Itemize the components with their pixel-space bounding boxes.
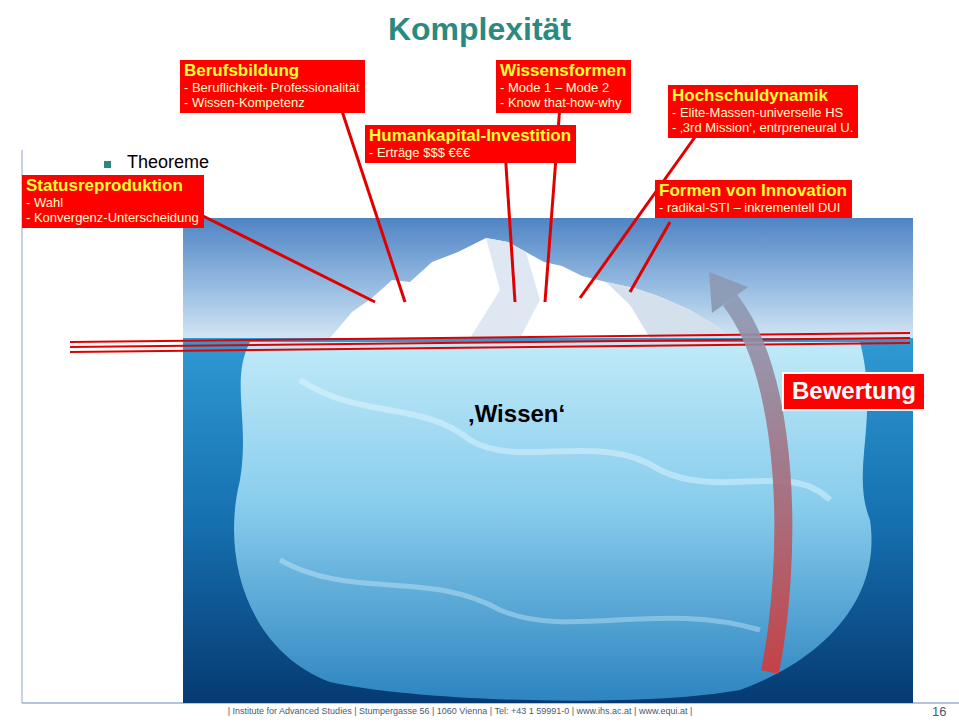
box-heading: Hochschuldynamik (672, 86, 853, 105)
box-item: - Beruflichkeit- Professionalität (184, 80, 360, 95)
box-item: - Konvergenz-Unterscheidung (26, 210, 199, 225)
box-item: - ‚3rd Mission‘, entrpreneural U. (672, 120, 853, 135)
box-item: - Wahl (26, 195, 199, 210)
box-item: - Know that-how-why (500, 95, 626, 110)
box-heading: Bewertung (792, 377, 916, 405)
theorem-box: Humankapital-Investition- Erträge $$$ €€… (365, 125, 576, 163)
waterline (70, 333, 910, 352)
page-number: 16 (932, 704, 946, 719)
center-label: ‚Wissen‘ (468, 400, 565, 428)
box-heading: Humankapital-Investition (369, 126, 571, 145)
theorem-box: Hochschuldynamik- Elite-Massen-universel… (668, 85, 858, 138)
box-item: - Wissen-Kompetenz (184, 95, 360, 110)
box-heading: Formen von Innovation (659, 181, 847, 200)
bullet-square (104, 161, 111, 168)
box-item: - radikal-STI – inkrementell DUI (659, 200, 847, 215)
theorem-box: Statusreproduktion- Wahl- Konvergenz-Unt… (22, 175, 204, 228)
box-heading: Wissensformen (500, 61, 626, 80)
bullet-text: Theoreme (127, 152, 209, 173)
box-item: - Mode 1 – Mode 2 (500, 80, 626, 95)
box-item: - Elite-Massen-universelle HS (672, 105, 853, 120)
slide-frame (22, 150, 23, 703)
footer-text: | Institute for Advanced Studies | Stump… (0, 706, 920, 716)
theorem-box: Berufsbildung- Beruflichkeit- Profession… (180, 60, 365, 113)
theorem-box: Formen von Innovation- radikal-STI – ink… (655, 180, 852, 218)
slide-title: Komplexität (0, 10, 959, 48)
evaluation-arrow (709, 272, 783, 672)
box-item: - Erträge $$$ €€€ (369, 145, 571, 160)
iceberg-picture (183, 218, 913, 703)
box-heading: Statusreproduktion (26, 176, 199, 195)
box-heading: Berufsbildung (184, 61, 360, 80)
theorem-box: Bewertung (782, 372, 926, 411)
theorem-box: Wissensformen- Mode 1 – Mode 2- Know tha… (496, 60, 631, 113)
leader-lines (195, 105, 700, 302)
